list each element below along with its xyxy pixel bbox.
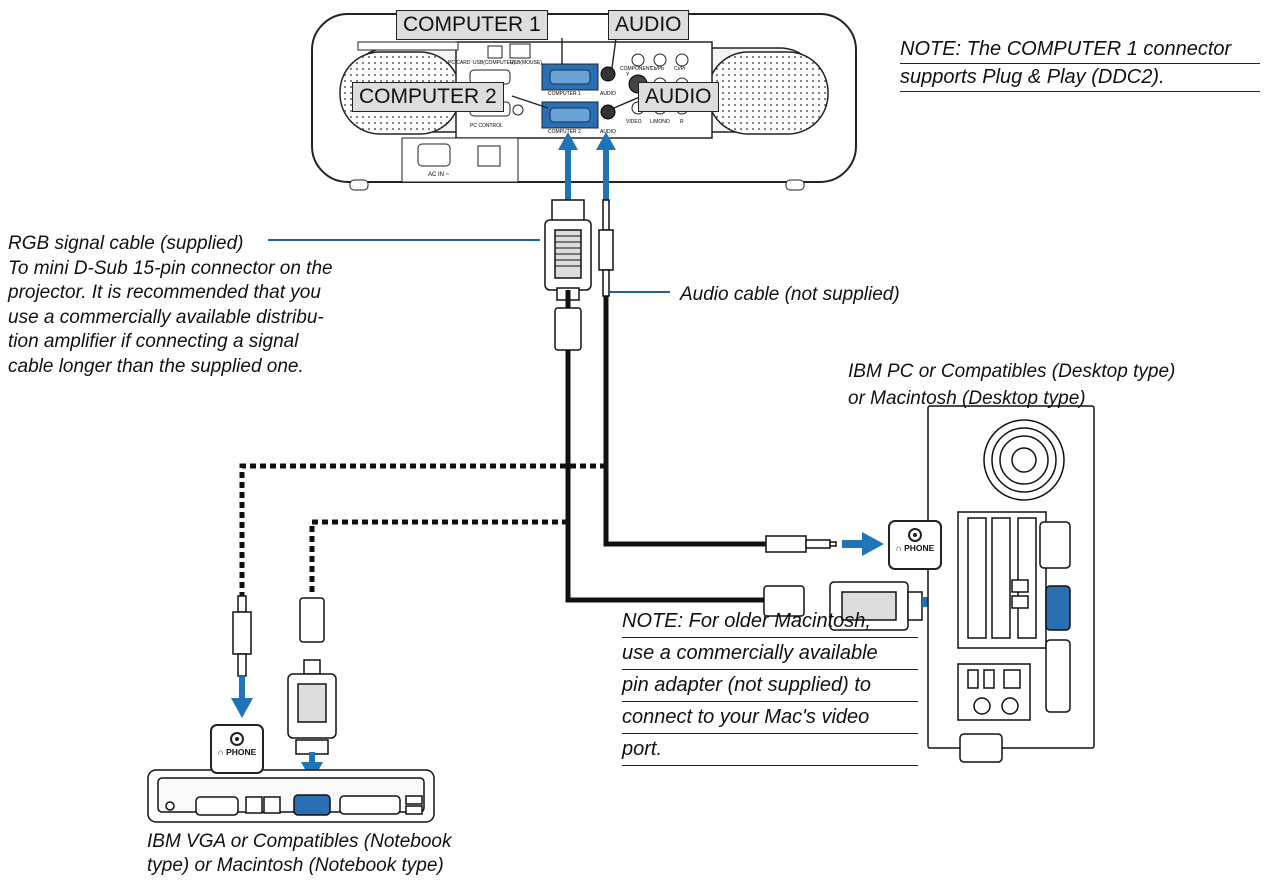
label-computer2-small: COMPUTER 2 <box>548 129 581 135</box>
notebook-phone-jack: ∩ PHONE <box>210 724 264 774</box>
label-cb-pb: Cb/Pb <box>650 66 664 72</box>
notebook <box>147 769 435 823</box>
rgb-cable-connector <box>544 199 592 351</box>
audio-plug-pc <box>765 535 837 553</box>
rgb-cable-label: RGB signal cable (supplied) To mini D-Su… <box>8 233 333 377</box>
ac-in <box>417 143 451 167</box>
right-speaker-grille <box>707 51 829 135</box>
label-l-mono: L/MONO <box>650 119 670 125</box>
notebook-rgb-plug <box>287 597 337 755</box>
label-y: Y <box>626 72 630 78</box>
pc-phone-jack: ∩ PHONE <box>888 520 942 570</box>
label-usb-computer: USB(COMPUTER) <box>473 60 516 66</box>
notebook-label: IBM VGA or Compatibles (Notebook type) o… <box>147 831 452 876</box>
label-video: VIDEO <box>626 119 642 125</box>
audio-cable-label: Audio cable (not supplied) <box>680 284 900 305</box>
audio2-port <box>600 104 616 120</box>
label-usb-mouse: USB(MOUSE) <box>510 60 542 66</box>
computer2-tag: COMPUTER 2 <box>352 82 504 112</box>
label-pc-card: PC CARD <box>448 60 471 66</box>
notebook-audio-plug <box>232 595 252 677</box>
label-component: COMPONENT <box>620 66 653 72</box>
label-audio-small-1: AUDIO <box>600 91 616 97</box>
label-ac-in: AC IN ~ <box>428 172 450 178</box>
audio2-tag: AUDIO <box>638 82 719 112</box>
cables <box>565 290 800 603</box>
computer1-tag: COMPUTER 1 <box>396 10 548 40</box>
audio1-port <box>600 66 616 82</box>
headphone-jack-icon <box>908 528 922 542</box>
headphone-jack-icon <box>230 732 244 746</box>
label-pc-control: PC CONTROL <box>470 123 503 129</box>
note-older-macintosh: NOTE: For older Macintosh, use a commerc… <box>622 606 918 766</box>
audio1-tag: AUDIO <box>608 10 689 40</box>
phone-label: ∩ PHONE <box>895 543 935 553</box>
audio-plug-top <box>598 199 614 297</box>
desktop-label: IBM PC or Compatibles (Desktop type) or … <box>848 361 1176 409</box>
label-cr-pr: Cr/Pr <box>674 66 686 72</box>
label-r: R <box>680 119 684 125</box>
label-computer1-small: COMPUTER 1 <box>548 91 581 97</box>
note-plug-and-play: NOTE: The COMPUTER 1 connector supports … <box>900 36 1260 92</box>
dotted-cables <box>239 463 606 596</box>
up-arrows <box>558 132 616 202</box>
rgb-connector-pc <box>763 581 923 631</box>
label-audio-small-2: AUDIO <box>600 129 616 135</box>
desktop-pc <box>927 405 1095 763</box>
phone-label: ∩ PHONE <box>217 747 257 757</box>
